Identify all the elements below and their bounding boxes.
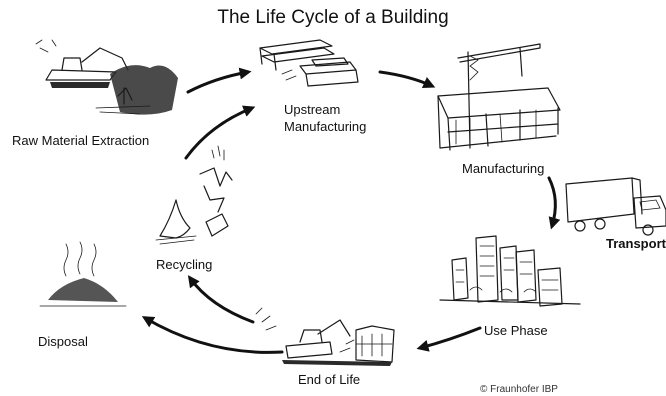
stage-upstream-line2: Manufacturing	[284, 119, 367, 134]
stage-disposal: Disposal	[38, 334, 88, 349]
stage-upstream-line1: Upstream	[284, 102, 341, 117]
excavator-icon	[35, 39, 178, 115]
arrow-upstream-to-manufacturing	[378, 70, 436, 88]
stage-transport: Transport	[606, 236, 666, 251]
arrow-endoflife-to-disposal	[141, 316, 284, 354]
stage-recycling: Recycling	[156, 257, 213, 272]
truck-icon	[565, 177, 666, 236]
stage-end-of-life: End of Life	[298, 372, 361, 387]
waste-heap-icon	[39, 241, 127, 307]
arrow-recycling-to-upstream	[184, 105, 256, 160]
steel-beams-icon	[259, 39, 359, 87]
arrow-manufacturing-to-use	[547, 176, 561, 230]
arrow-endoflife-to-recycling	[187, 275, 255, 324]
stage-raw-material-extraction: Raw Material Extraction	[12, 133, 150, 148]
diagram-title: The Life Cycle of a Building	[217, 7, 449, 28]
recycling-fire-icon	[155, 145, 233, 245]
stage-use-phase: Use Phase	[484, 323, 548, 338]
copyright-credit: © Fraunhofer IBP	[480, 384, 558, 395]
arrow-use-to-endoflife	[416, 326, 482, 352]
arrow-raw-to-upstream	[186, 67, 252, 94]
demolition-icon	[255, 307, 395, 366]
city-skyline-icon	[439, 235, 581, 307]
building-crane-icon	[437, 43, 561, 151]
stage-manufacturing: Manufacturing	[462, 161, 545, 176]
